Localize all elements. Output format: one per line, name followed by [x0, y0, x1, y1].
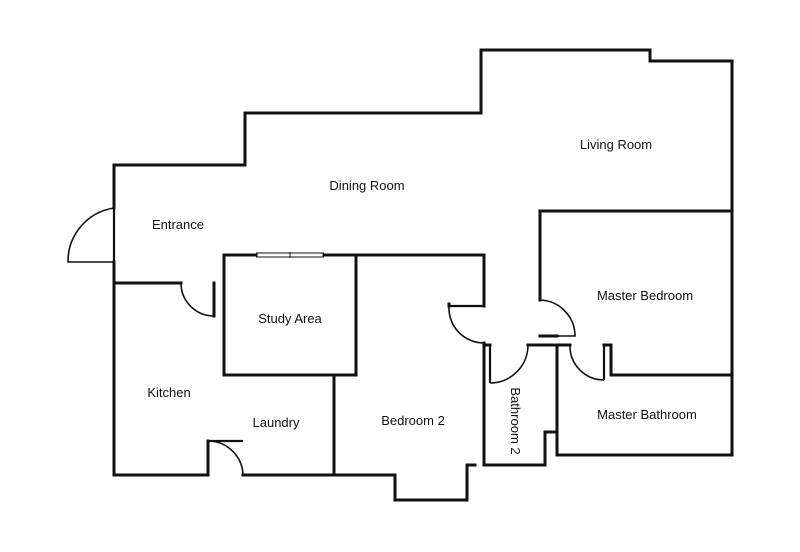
- wall-study-top-right: [322, 253, 486, 308]
- doors: [67, 207, 606, 476]
- kitchen-door: [180, 282, 215, 317]
- outer-wall-bedroom2: [331, 463, 477, 502]
- outer-wall-kitchen: [112, 260, 210, 477]
- bedroom2-door: [448, 304, 485, 344]
- label-dining-room: Dining Room: [329, 178, 404, 193]
- wall-study-left: [222, 253, 358, 377]
- label-bedroom-2: Bedroom 2: [381, 413, 445, 428]
- study-sliding-door: [256, 252, 324, 258]
- outer-wall-top-right: [112, 48, 734, 467]
- bathroom2-door-swing: [489, 344, 529, 384]
- interior-walls: [112, 209, 734, 477]
- label-laundry: Laundry: [253, 415, 300, 430]
- master-bedroom-door-swing: [539, 299, 576, 337]
- entrance-door: [67, 207, 116, 263]
- wall-master-bath-top: [609, 343, 734, 377]
- entrance-door-swing: [67, 207, 115, 263]
- label-bathroom-2: Bathroom 2: [508, 387, 523, 454]
- master-bedroom-door: [539, 299, 576, 337]
- label-study-area: Study Area: [258, 311, 322, 326]
- master-bathroom-door-swing: [569, 344, 605, 381]
- room-labels: Entrance Dining Room Living Room Master …: [147, 137, 697, 455]
- laundry-door-swing: [207, 440, 244, 476]
- laundry-door: [207, 439, 244, 476]
- label-master-bathroom: Master Bathroom: [597, 407, 697, 422]
- label-living-room: Living Room: [580, 137, 652, 152]
- label-entrance: Entrance: [152, 217, 204, 232]
- master-bathroom-door: [569, 344, 606, 381]
- bedroom2-door-swing: [448, 305, 485, 344]
- bathroom2-door: [488, 344, 529, 384]
- wall-master-bedroom: [538, 209, 734, 302]
- label-kitchen: Kitchen: [147, 385, 190, 400]
- label-master-bedroom: Master Bedroom: [597, 288, 693, 303]
- outer-walls: [112, 48, 734, 502]
- kitchen-door-swing: [180, 282, 215, 317]
